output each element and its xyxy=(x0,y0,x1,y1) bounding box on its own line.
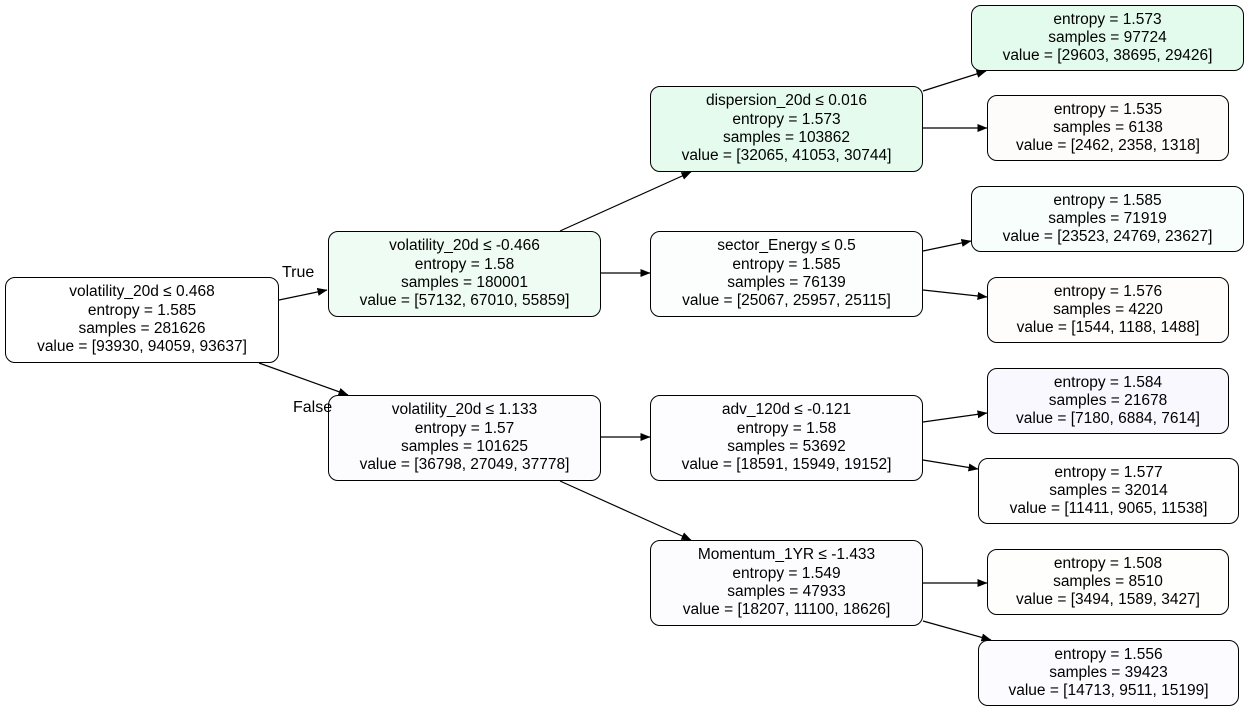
node-samples: samples = 71919 xyxy=(1048,209,1167,227)
node-value: value = [23523, 24769, 23627] xyxy=(1002,228,1213,246)
node-value: value = [14713, 9511, 15199] xyxy=(1008,682,1209,700)
node-split: volatility_20d ≤ 1.133 xyxy=(391,401,538,419)
node-samples: samples = 39423 xyxy=(1049,663,1168,681)
tree-node-false-branch: volatility_20d ≤ 1.133 entropy = 1.57 sa… xyxy=(328,395,601,481)
edge-label-false: False xyxy=(293,399,333,416)
node-value: value = [2462, 2358, 1318] xyxy=(1015,137,1200,155)
node-value: value = [18207, 11100, 18626] xyxy=(682,601,891,619)
tree-leaf: entropy = 1.508 samples = 8510 value = [… xyxy=(987,549,1229,615)
node-entropy: entropy = 1.573 xyxy=(1053,10,1162,28)
node-samples: samples = 32014 xyxy=(1049,481,1168,499)
node-value: value = [18591, 15949, 19152] xyxy=(681,456,892,474)
node-entropy: entropy = 1.585 xyxy=(732,255,841,273)
node-entropy: entropy = 1.58 xyxy=(736,419,837,437)
node-samples: samples = 8510 xyxy=(1053,572,1163,590)
node-split: adv_120d ≤ -0.121 xyxy=(721,401,852,419)
tree-leaf: entropy = 1.577 samples = 32014 value = … xyxy=(978,458,1239,524)
edge-arrow-n9-n11 xyxy=(922,459,979,472)
edge-arrow-n8-n12 xyxy=(559,480,692,541)
node-samples: samples = 21678 xyxy=(1048,391,1168,409)
node-value: value = [3494, 1589, 3427] xyxy=(1015,591,1200,609)
tree-node: dispersion_20d ≤ 0.016 entropy = 1.573 s… xyxy=(650,86,923,172)
node-split: volatility_20d ≤ -0.466 xyxy=(389,237,540,255)
edge-label-true: True xyxy=(282,264,315,281)
node-samples: samples = 101625 xyxy=(400,438,529,455)
node-samples: samples = 76139 xyxy=(727,274,846,291)
tree-node-root: volatility_20d ≤ 0.468 entropy = 1.585 s… xyxy=(5,277,279,363)
node-entropy: entropy = 1.508 xyxy=(1053,554,1163,572)
node-split: Momentum_1YR ≤ -1.433 xyxy=(697,546,876,564)
edge-arrow-n12-n14 xyxy=(922,620,992,642)
node-value: value = [29603, 38695, 29426] xyxy=(1002,47,1213,65)
tree-leaf: entropy = 1.573 samples = 97724 value = … xyxy=(971,5,1244,71)
node-entropy: entropy = 1.584 xyxy=(1053,373,1163,391)
node-split: dispersion_20d ≤ 0.016 xyxy=(705,92,868,110)
node-samples: samples = 4220 xyxy=(1053,300,1163,318)
tree-leaf: entropy = 1.576 samples = 4220 value = [… xyxy=(987,277,1229,343)
tree-node: sector_Energy ≤ 0.5 entropy = 1.585 samp… xyxy=(650,231,923,317)
node-split: sector_Energy ≤ 0.5 xyxy=(717,237,856,255)
node-entropy: entropy = 1.556 xyxy=(1054,645,1163,663)
node-value: value = [32065, 41053, 30744] xyxy=(681,147,892,165)
edge-arrow-n9-n10 xyxy=(922,410,988,423)
node-entropy: entropy = 1.573 xyxy=(732,110,841,128)
tree-leaf: entropy = 1.584 samples = 21678 value = … xyxy=(987,368,1229,434)
node-entropy: entropy = 1.577 xyxy=(1054,463,1163,481)
node-samples: samples = 6138 xyxy=(1053,118,1163,136)
node-value: value = [36798, 27049, 37778] xyxy=(359,456,570,474)
node-value: value = [57132, 67010, 55859] xyxy=(359,292,570,310)
node-entropy: entropy = 1.535 xyxy=(1053,100,1163,118)
tree-leaf: entropy = 1.556 samples = 39423 value = … xyxy=(978,640,1239,706)
node-samples: samples = 97724 xyxy=(1048,28,1167,46)
node-split: volatility_20d ≤ 0.468 xyxy=(69,283,215,301)
node-value: value = [25067, 25957, 25115] xyxy=(682,292,891,310)
tree-node: adv_120d ≤ -0.121 entropy = 1.58 samples… xyxy=(650,395,923,481)
node-entropy: entropy = 1.549 xyxy=(732,564,841,582)
node-samples: samples = 53692 xyxy=(727,438,846,455)
edge-arrow-n0-n1 xyxy=(278,288,328,301)
node-samples: samples = 103862 xyxy=(722,129,851,146)
node-entropy: entropy = 1.57 xyxy=(414,419,515,437)
tree-leaf: entropy = 1.535 samples = 6138 value = [… xyxy=(987,95,1229,161)
node-entropy: entropy = 1.58 xyxy=(414,255,515,273)
edge-arrow-n5-n7 xyxy=(922,289,988,300)
tree-leaf: entropy = 1.585 samples = 71919 value = … xyxy=(971,186,1244,252)
edge-arrow-n0-n8 xyxy=(258,362,349,396)
node-samples: samples = 180001 xyxy=(400,274,529,291)
node-value: value = [93930, 94059, 93637] xyxy=(37,338,247,356)
edge-arrow-n1-n2 xyxy=(559,171,692,232)
node-samples: samples = 47933 xyxy=(727,583,846,600)
node-value: value = [7180, 6884, 7614] xyxy=(1015,410,1200,428)
edge-arrow-n2-n3 xyxy=(922,70,987,92)
node-entropy: entropy = 1.585 xyxy=(1053,191,1162,209)
edge-arrow-n5-n6 xyxy=(922,239,972,252)
node-entropy: entropy = 1.576 xyxy=(1053,282,1163,300)
node-value: value = [1544, 1188, 1488] xyxy=(1016,319,1200,337)
node-entropy: entropy = 1.585 xyxy=(87,301,197,319)
node-value: value = [11411, 9065, 11538] xyxy=(1009,500,1208,518)
tree-node: Momentum_1YR ≤ -1.433 entropy = 1.549 sa… xyxy=(650,540,923,626)
node-samples: samples = 281626 xyxy=(78,320,206,337)
tree-node-true-branch: volatility_20d ≤ -0.466 entropy = 1.58 s… xyxy=(328,231,601,317)
